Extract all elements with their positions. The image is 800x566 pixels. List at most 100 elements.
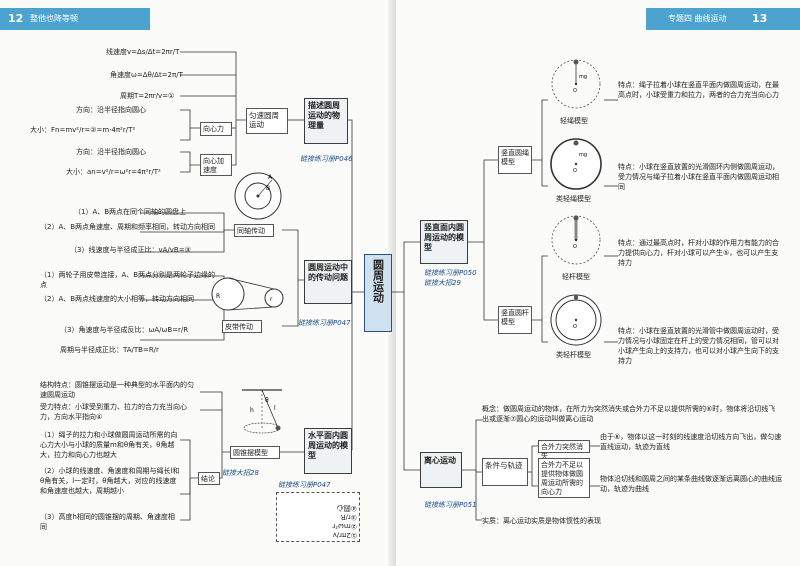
belt-item-1: （1）两轮子用皮带连接，A、B两点分别是两轮子边缘的点 bbox=[40, 271, 216, 289]
centripetal-accel-direction: 方向：沿半径指向圆心 bbox=[76, 148, 146, 156]
answer-4: ④圆心 bbox=[336, 504, 357, 512]
answer-2: ②mω²r bbox=[332, 522, 357, 530]
centripetal-force-box: 向心力 bbox=[200, 122, 232, 136]
answer-box: ①2πr/v ②mω²r ③r/R ④圆心 bbox=[276, 492, 360, 542]
coaxial-item-1: （1）A、B两点在同个同轴的圆盘上 bbox=[74, 208, 187, 216]
conclusion-box: 结论 bbox=[198, 472, 220, 485]
rod-model-label: 竖直圆杆模型 bbox=[501, 309, 529, 326]
condition-box: 条件与轨迹 bbox=[482, 458, 528, 486]
light-rope-caption: 轻绳模型 bbox=[560, 117, 588, 125]
rod-like-caption: 类轻杆模型 bbox=[556, 351, 591, 359]
condition-2-box: 合外力不足以提供物体做圆周运动所需的向心力 bbox=[538, 458, 590, 498]
center-topic: 圆周运动 bbox=[364, 254, 392, 332]
centrifugal-essence: 实质：离心运动实质是物体惯性的表现 bbox=[482, 517, 601, 525]
rod-model-box: 竖直圆杆模型 bbox=[498, 306, 532, 334]
branch2-ref: 链接练习册P047 bbox=[298, 319, 351, 327]
left-page-number: 12 bbox=[8, 12, 24, 25]
svg-text:h: h bbox=[250, 407, 254, 414]
branch-horizontal-model-title: 水平面内圆周运动的模型 bbox=[308, 431, 348, 460]
centripetal-force-direction: 方向：沿半径指向圆心 bbox=[76, 106, 146, 114]
conclusion-label: 结论 bbox=[201, 475, 215, 483]
centripetal-force-label: 向心力 bbox=[203, 125, 224, 133]
coaxial-label: 同轴传动 bbox=[237, 227, 265, 235]
rope-like-diagram: mg O bbox=[548, 136, 604, 192]
svg-text:r: r bbox=[270, 296, 273, 303]
branch-describe-quantities: 描述圆周运动的物理量 bbox=[304, 98, 348, 144]
conical-pendulum-label: 圆锥摆模型 bbox=[233, 449, 268, 457]
belt-item-4: 周期与半径成正比：TA/TB=R/r bbox=[60, 346, 159, 354]
angular-velocity-formula: 角速度ω=Δθ/Δt=2π/T bbox=[110, 71, 183, 79]
rope-model-label: 竖直圆绳模型 bbox=[501, 149, 529, 166]
left-header-bar bbox=[0, 8, 150, 30]
belt-item-2: （2）A、B两点线速度的大小相等，转动方向相同 bbox=[40, 295, 195, 303]
right-header-title: 专题四 曲线运动 bbox=[668, 14, 727, 23]
belt-label-box: 皮带传动 bbox=[222, 320, 262, 333]
condition-1: 合外力突然消失 bbox=[541, 443, 583, 460]
light-rod-caption: 轻杆模型 bbox=[562, 273, 590, 281]
result-2: 物体沿切线和圆周之间的某条曲线做逐渐远离圆心的曲线运动，轨迹为曲线 bbox=[600, 475, 782, 493]
right-branch2-ref: 链接练习册P051 bbox=[424, 501, 477, 509]
linear-velocity-formula: 线速度v=Δs/Δt=2πr/T bbox=[106, 48, 180, 56]
center-topic-label: 圆周运动 bbox=[371, 259, 385, 303]
svg-text:l: l bbox=[274, 405, 276, 412]
light-rope-diagram: mg O bbox=[548, 56, 604, 112]
conclusion-item-1: （1）绳子的拉力和小球做圆周运动所需的向心力大小与小球的质量m和θ角有关，θ角越… bbox=[40, 431, 178, 459]
light-rod-feature: 特点：通过最高点时，杆对小球的作用力有能力的合力提供向心力，杆对小球可以产生⑤，… bbox=[618, 239, 779, 267]
rope-like-caption: 类轻绳模型 bbox=[556, 195, 591, 203]
rope-model-box: 竖直圆绳模型 bbox=[498, 146, 532, 174]
coaxial-item-3: （3）线速度与半径成正比：vA/vB=③ bbox=[70, 246, 191, 254]
right-branch1-ref2: 链接大招29 bbox=[424, 279, 461, 287]
belt-item-3: （3）角速度与半径成反比：ωA/ωB=r/R bbox=[60, 326, 189, 334]
svg-text:O: O bbox=[573, 88, 577, 94]
svg-text:O: O bbox=[573, 324, 577, 330]
branch-centrifugal-title: 离心运动 bbox=[424, 456, 456, 465]
branch3-ref: 链接练习册P047 bbox=[278, 481, 331, 489]
svg-text:O: O bbox=[573, 168, 577, 174]
condition-1-box: 合外力突然消失 bbox=[538, 440, 590, 460]
light-rope-feature: 特点：绳子拉着小球在竖直平面内做圆周运动，在最高点时，小球受重力和拉力，两者的合… bbox=[618, 81, 779, 99]
centrifugal-concept: 概念：做圆周运动的物体，在所力为突然消失或合外力不足以提供所需的⑥时，物体将沿切… bbox=[482, 405, 776, 423]
branch-vertical-model: 竖直面内圆周运动的模型 bbox=[420, 220, 468, 264]
branch-describe-quantities-title: 描述圆周运动的物理量 bbox=[308, 101, 340, 130]
coaxial-item-2: （2）A、B两点角速度、周期和频率相同，转动方向相同 bbox=[40, 223, 216, 231]
svg-text:R: R bbox=[216, 293, 220, 300]
conclusion-item-2: （2）小球的线速度、角速度和周期与绳长l和θ角有关，l一定时，θ角越大，对应的线… bbox=[40, 467, 180, 495]
belt-diagram: R r bbox=[208, 272, 290, 316]
right-page: 专题四 曲线运动 13 bbox=[396, 0, 800, 566]
centripetal-accel-label: 向心加速度 bbox=[203, 157, 224, 174]
conclusion-item-3: （3）高度h相同的圆锥摆的周期、角速度相同 bbox=[40, 513, 175, 531]
right-branch1-ref: 链接练习册P050 bbox=[424, 269, 477, 277]
branch1-ref: 链接练习册P046 bbox=[300, 155, 353, 163]
condition-2: 合外力不足以提供物体做圆周运动所需的向心力 bbox=[541, 461, 583, 496]
conical-pendulum-label-box: 圆锥摆模型 bbox=[230, 446, 280, 459]
uniform-circular-motion-label: 匀速圆周运动 bbox=[249, 111, 279, 129]
branch-vertical-model-title: 竖直面内圆周运动的模型 bbox=[424, 223, 464, 252]
coaxial-label-box: 同轴传动 bbox=[234, 224, 274, 237]
svg-text:θ: θ bbox=[265, 397, 269, 404]
coaxial-diagram: A B bbox=[232, 170, 284, 222]
branch-horizontal-model: 水平面内圆周运动的模型 bbox=[304, 428, 352, 474]
left-header-title: 整他也降等顿 bbox=[30, 14, 78, 23]
light-rod-diagram: O bbox=[548, 212, 604, 268]
result-1: 由于⑧，物体以这一时刻的线速度沿切线方向飞出，做匀速直线运动，轨迹为直线 bbox=[600, 433, 782, 451]
force-feature: 受力特点：小球受到重力、拉力的合力充当向心力，方向水平指向④ bbox=[40, 403, 187, 421]
rod-like-diagram: O bbox=[548, 292, 604, 348]
conical-pendulum-diagram: h θ l bbox=[232, 386, 292, 442]
svg-text:O: O bbox=[573, 244, 577, 250]
rod-like-feature: 特点：小球在竖直放置的光滑管中做圆周运动时，受力情况与小球固定在杆上的受力情况相… bbox=[618, 327, 779, 365]
branch3-ref2: 链接大招28 bbox=[222, 469, 259, 477]
svg-text:mg: mg bbox=[579, 74, 587, 80]
answer-1: ①2πr/v bbox=[332, 531, 357, 539]
svg-text:B: B bbox=[266, 185, 270, 192]
right-header-bar bbox=[646, 8, 800, 30]
branch-transmission-title: 圆周运动中的传动问题 bbox=[308, 263, 348, 282]
rope-like-feature: 特点：小球在竖直放置的光滑圆环内侧做圆周运动，受力情况与绳子拉着小球在竖直平面内… bbox=[618, 163, 779, 191]
centripetal-accel-magnitude: 大小：an=v²/r=ω²r=4π²r/T² bbox=[66, 168, 161, 176]
right-page-number: 13 bbox=[752, 12, 768, 25]
answer-3: ③r/R bbox=[340, 513, 357, 521]
branch-transmission: 圆周运动中的传动问题 bbox=[304, 260, 352, 304]
belt-label: 皮带传动 bbox=[225, 323, 253, 331]
branch-centrifugal: 离心运动 bbox=[420, 452, 462, 488]
period-formula: 周期T=2πr/v=① bbox=[120, 92, 175, 100]
centripetal-force-magnitude: 大小：Fn=mv²/r=②=m·4π²r/T² bbox=[30, 126, 136, 134]
